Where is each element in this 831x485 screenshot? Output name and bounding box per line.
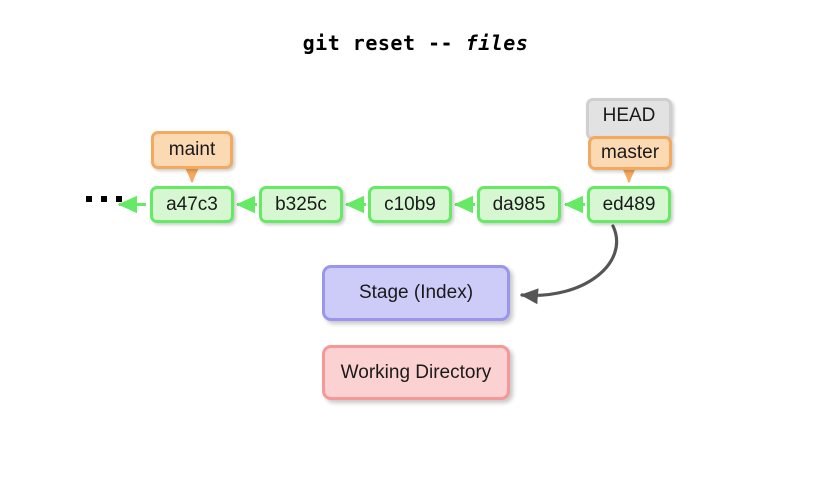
commit-label: a47c3 xyxy=(166,193,218,215)
branch-ref-master[interactable]: master xyxy=(588,136,672,170)
ellipsis-dot xyxy=(86,196,92,202)
title-command: git reset -- xyxy=(302,31,466,55)
stage-index-label: Stage (Index) xyxy=(358,282,474,303)
commit-node[interactable]: da985 xyxy=(477,186,561,223)
page-title: git reset -- files xyxy=(0,31,831,55)
working-directory-area[interactable]: Working Directory xyxy=(322,345,510,400)
branch-label: maint xyxy=(168,139,216,160)
head-pointer[interactable]: HEAD xyxy=(586,98,672,140)
commit-node[interactable]: b325c xyxy=(259,186,343,223)
commit-label: ed489 xyxy=(602,193,656,215)
commit-label: b325c xyxy=(275,193,327,215)
history-ellipsis xyxy=(86,196,122,202)
commit-label: c10b9 xyxy=(384,193,436,215)
working-directory-label: Working Directory xyxy=(340,361,492,383)
branch-ref-maint[interactable]: maint xyxy=(151,131,233,169)
stage-index-area[interactable]: Stage (Index) xyxy=(322,265,510,321)
title-argument: files xyxy=(465,31,529,55)
branch-label: master xyxy=(600,142,660,163)
ellipsis-dot xyxy=(101,196,107,202)
ellipsis-dot xyxy=(116,196,122,202)
commit-node[interactable]: ed489 xyxy=(587,186,671,223)
commit-node[interactable]: c10b9 xyxy=(368,186,452,223)
commit-label: da985 xyxy=(492,193,546,215)
reset-arrow-to-stage xyxy=(520,224,619,305)
head-label: HEAD xyxy=(602,105,656,126)
commit-node[interactable]: a47c3 xyxy=(150,186,234,223)
